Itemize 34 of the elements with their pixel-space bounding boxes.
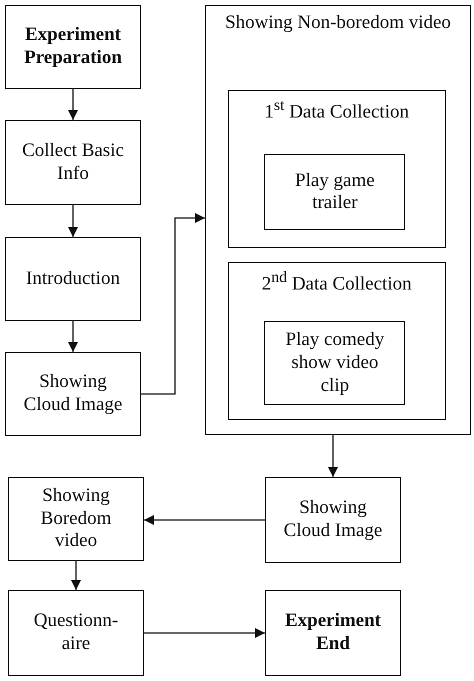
box-label: Questionn- aire xyxy=(32,610,120,656)
process-box xyxy=(8,590,144,676)
arrow xyxy=(68,205,78,237)
process-box xyxy=(228,90,446,248)
box-label: Showing Cloud Image xyxy=(22,371,124,417)
process-box xyxy=(265,477,401,563)
arrow xyxy=(144,515,265,525)
box-label: Collect Basic Info xyxy=(21,140,125,186)
process-box xyxy=(264,154,406,230)
process-box xyxy=(5,5,141,89)
arrow xyxy=(68,89,78,120)
box-label: 1$^{st}$ Data Collection xyxy=(263,96,410,124)
box-label: Experiment Preparation xyxy=(23,24,123,70)
process-box xyxy=(5,237,141,321)
process-box xyxy=(5,120,141,205)
process-box xyxy=(264,321,406,406)
box-label: Showing Boredom video xyxy=(40,484,112,554)
arrow xyxy=(144,628,265,638)
box-label: Showing Non-boredom video xyxy=(224,12,452,35)
box-label: 2$^{nd}$ Data Collection xyxy=(260,268,413,296)
arrow xyxy=(141,213,205,395)
process-box xyxy=(205,5,471,435)
box-label: Play game trailer xyxy=(294,170,376,216)
process-box xyxy=(8,477,144,561)
box-label: Showing Cloud Image xyxy=(282,497,384,543)
box-label: Experiment End xyxy=(284,610,382,656)
process-box xyxy=(228,262,446,420)
arrow xyxy=(68,321,78,352)
process-box xyxy=(5,352,141,436)
process-box xyxy=(265,590,401,676)
arrow xyxy=(71,561,81,590)
box-label: Play comedy show video clip xyxy=(284,329,386,398)
arrow xyxy=(328,435,338,477)
box-label: Introduction xyxy=(25,268,121,290)
